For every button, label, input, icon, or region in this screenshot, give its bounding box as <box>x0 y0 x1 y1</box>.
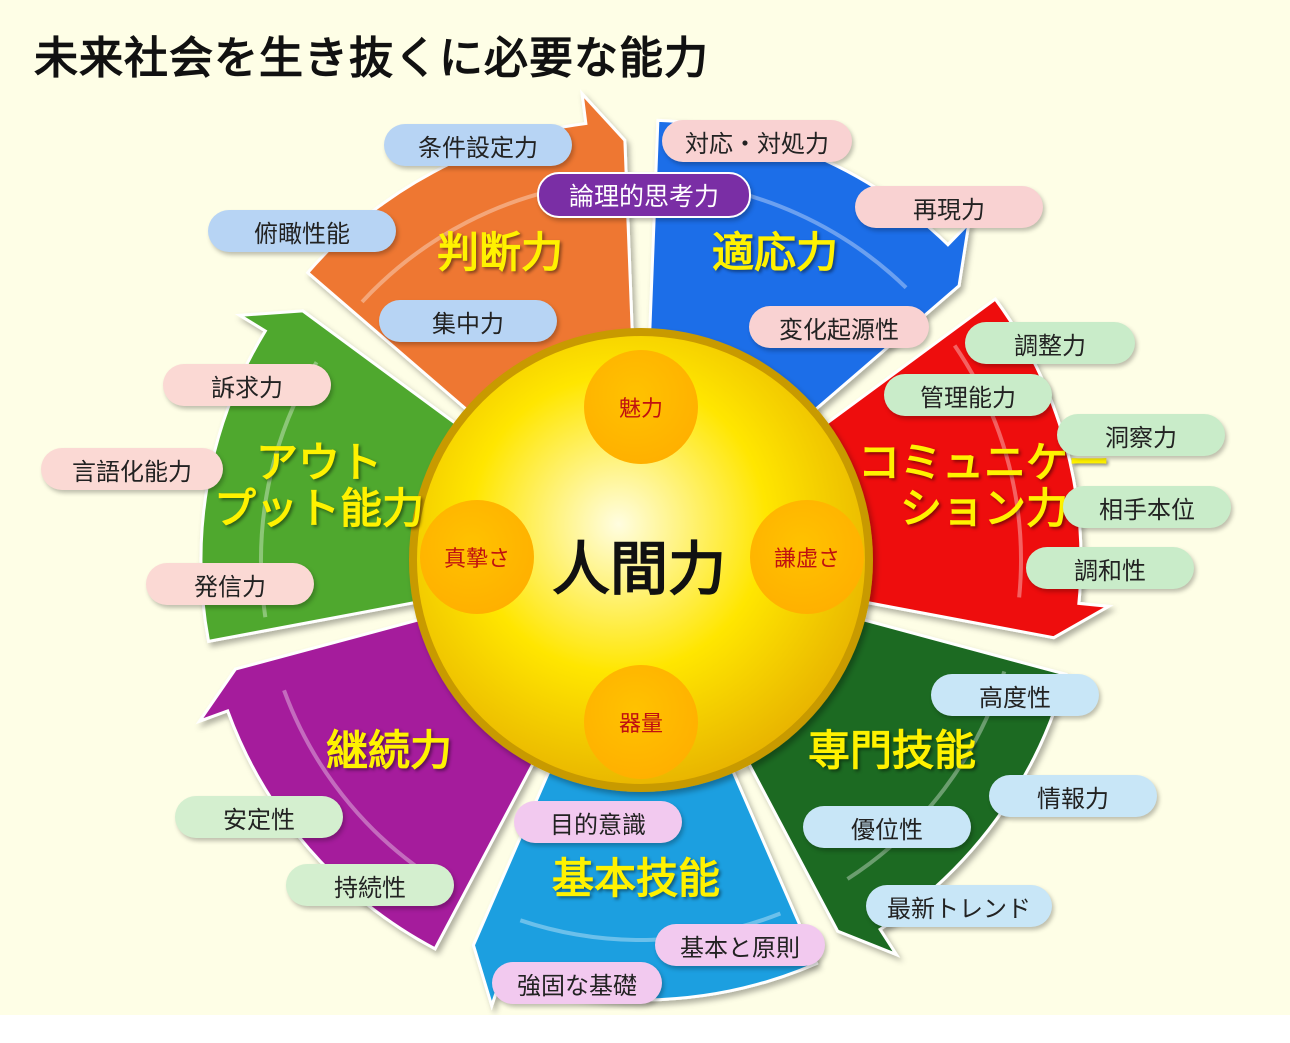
pill-communication-2: 洞察力 <box>1057 414 1225 456</box>
pill-communication-3: 相手本位 <box>1063 486 1231 528</box>
pill-adaptability-2: 変化起源性 <box>749 306 929 348</box>
quality-right: 謙虚さ <box>750 500 864 614</box>
segment-label-adaptability: 適応力 <box>712 228 839 277</box>
pill-adaptability-1: 再現力 <box>855 186 1043 228</box>
pill-output-1: 言語化能力 <box>41 448 223 490</box>
page-title: 未来社会を生き抜くに必要な能力 <box>34 33 709 84</box>
quality-top: 魅力 <box>584 350 698 464</box>
pill-expertise-2: 優位性 <box>803 806 971 848</box>
pill-judgment-3: 集中力 <box>379 300 557 342</box>
pill-expertise-1: 情報力 <box>989 775 1157 817</box>
diagram-canvas: 未来社会を生き抜くに必要な能力 人間力 魅力 真摯さ 謙虚さ 器量 判断力 適応… <box>0 0 1290 1015</box>
pill-basic-skill-1: 基本と原則 <box>655 924 825 966</box>
quality-label: 器量 <box>618 712 663 737</box>
quality-bottom: 器量 <box>584 665 698 779</box>
pill-persistence-1: 持続性 <box>286 864 454 906</box>
quality-label: 魅力 <box>618 397 663 422</box>
pill-judgment-2: 俯瞰性能 <box>208 210 396 252</box>
segment-label-output: アウト プット能力 <box>214 438 425 534</box>
pill-persistence-0: 安定性 <box>175 796 343 838</box>
pill-expertise-0: 高度性 <box>931 674 1099 716</box>
pill-adaptability-0: 対応・対処力 <box>662 120 852 162</box>
quality-left: 真摯さ <box>420 500 534 614</box>
pill-judgment-1: 論理的思考力 <box>537 172 751 218</box>
pill-communication-4: 調和性 <box>1026 547 1194 589</box>
pill-judgment-0: 条件設定力 <box>384 124 572 166</box>
segment-label-line: アウト <box>256 438 383 487</box>
segment-label-judgment: 判断力 <box>437 228 564 277</box>
pill-output-0: 訴求力 <box>163 364 331 406</box>
segment-label-line: ション力 <box>900 484 1069 534</box>
pill-basic-skill-2: 強固な基礎 <box>492 962 662 1004</box>
quality-label: 真摯さ <box>443 547 510 572</box>
segment-label-expertise: 専門技能 <box>808 726 977 775</box>
core-circle <box>409 328 873 792</box>
pill-communication-1: 管理能力 <box>884 374 1052 416</box>
core-label: 人間力 <box>552 535 727 603</box>
pill-expertise-3: 最新トレンド <box>866 885 1052 927</box>
segment-label-line: プット能力 <box>214 484 425 534</box>
segment-label-persistence: 継続力 <box>326 726 453 775</box>
pill-communication-0: 調整力 <box>965 322 1135 364</box>
pill-output-2: 発信力 <box>146 563 314 605</box>
segment-label-basic-skill: 基本技能 <box>552 854 721 903</box>
pill-basic-skill-0: 目的意識 <box>514 801 682 843</box>
quality-label: 謙虚さ <box>773 547 840 572</box>
